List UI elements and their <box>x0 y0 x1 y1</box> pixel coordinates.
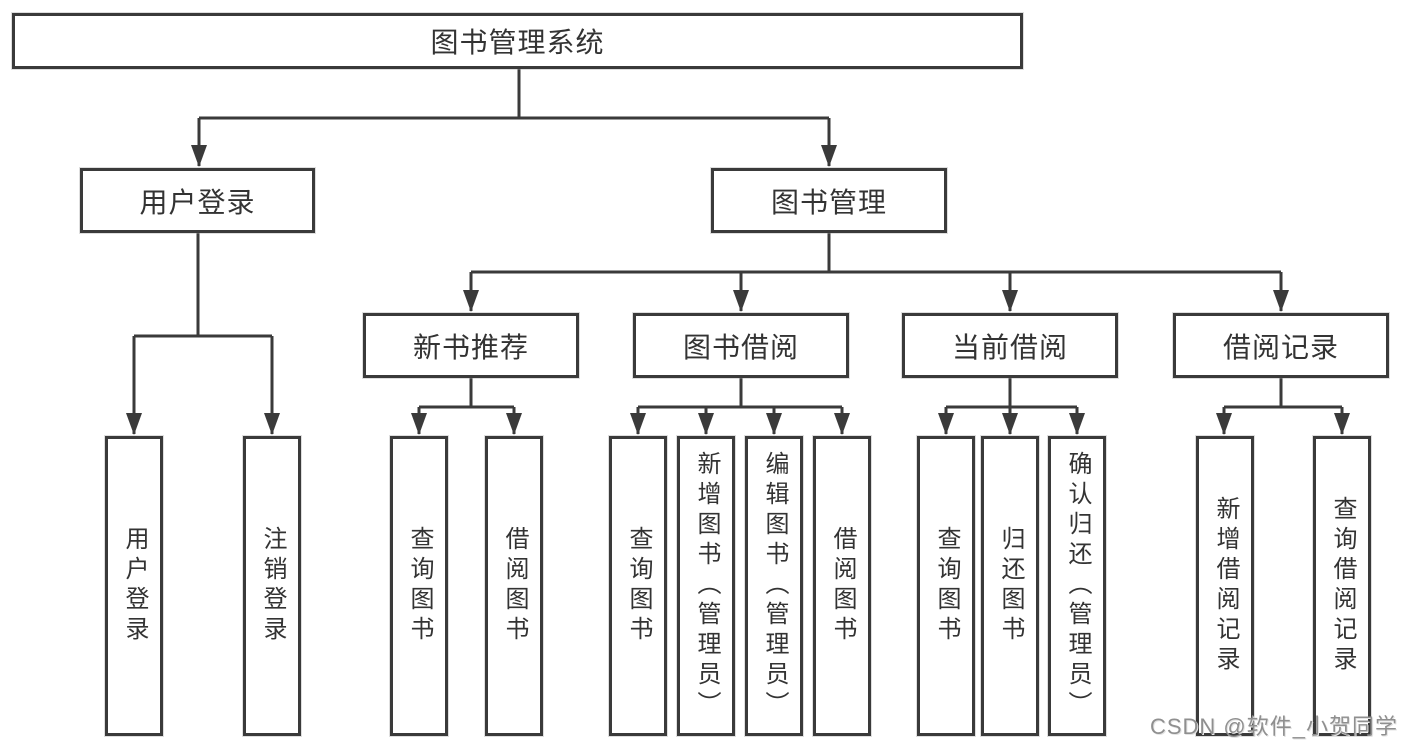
node-label: 图书借阅 <box>682 331 799 363</box>
leaf-current-confirm-return-admin: 确认归还（管理员） <box>1048 436 1106 736</box>
node-borrow-record: 借阅记录 <box>1173 313 1389 378</box>
node-label: 新增借阅记录 <box>1212 496 1239 676</box>
node-current-borrow: 当前借阅 <box>902 313 1118 378</box>
leaf-recommend-borrow-book: 借阅图书 <box>485 436 543 736</box>
csdn-watermark: CSDN @软件_小贺同学 <box>1149 714 1398 739</box>
leaf-record-query: 查询借阅记录 <box>1313 436 1371 736</box>
node-library-management-system: 图书管理系统 <box>12 13 1023 69</box>
node-label: 图书管理 <box>770 186 887 218</box>
node-label: 归还图书 <box>997 526 1024 646</box>
leaf-record-add: 新增借阅记录 <box>1196 436 1254 736</box>
node-label: 借阅图书 <box>829 526 856 646</box>
node-label: 确认归还（管理员） <box>1064 451 1091 721</box>
leaf-user-login: 用户登录 <box>105 436 163 736</box>
node-label: 新增图书（管理员） <box>693 451 720 721</box>
leaf-current-return-book: 归还图书 <box>981 436 1039 736</box>
leaf-current-query-book: 查询图书 <box>917 436 975 736</box>
node-label: 借阅记录 <box>1222 331 1339 363</box>
leaf-recommend-query-book: 查询图书 <box>390 436 448 736</box>
node-book-management: 图书管理 <box>711 168 947 233</box>
node-user-login: 用户登录 <box>80 168 315 233</box>
node-label: 当前借阅 <box>951 331 1068 363</box>
node-label: 注销登录 <box>259 526 286 646</box>
node-label: 查询图书 <box>625 526 652 646</box>
node-label: 编辑图书（管理员） <box>761 451 788 721</box>
node-label: 查询图书 <box>933 526 960 646</box>
leaf-borrow-borrow-book: 借阅图书 <box>813 436 871 736</box>
node-label: 借阅图书 <box>501 526 528 646</box>
leaf-logout: 注销登录 <box>243 436 301 736</box>
node-label: 图书管理系统 <box>430 27 605 58</box>
node-label: 查询借阅记录 <box>1329 496 1356 676</box>
node-label: 用户登录 <box>139 186 256 218</box>
node-label: 查询图书 <box>406 526 433 646</box>
leaf-borrow-edit-book-admin: 编辑图书（管理员） <box>745 436 803 736</box>
node-new-book-recommend: 新书推荐 <box>363 313 579 378</box>
node-label: 用户登录 <box>121 526 148 646</box>
leaf-borrow-add-book-admin: 新增图书（管理员） <box>677 436 735 736</box>
leaf-borrow-query-book: 查询图书 <box>609 436 667 736</box>
node-label: 新书推荐 <box>412 331 529 363</box>
node-book-borrow: 图书借阅 <box>633 313 849 378</box>
